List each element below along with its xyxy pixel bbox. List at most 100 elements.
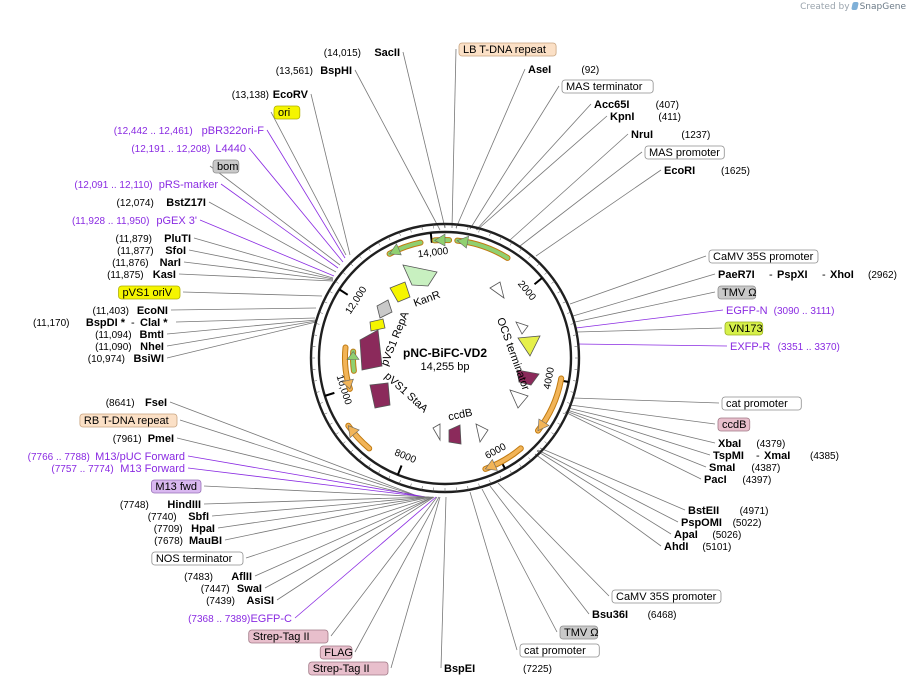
feature-box [151,551,244,566]
feature-box-label: pVS1 oriV [123,287,173,299]
minor-tick [318,402,323,405]
pvs1-repa-arrow-icon [359,329,383,371]
enzyme-position: (10,974) [88,354,125,365]
connector-line [497,482,610,597]
minor-tick [467,225,469,231]
enzyme-position: (11,879) [115,234,152,245]
minor-tick [342,271,346,275]
minor-tick [358,457,362,461]
minor-tick [342,441,346,445]
feature-box-label: CaMV 35S promoter [713,251,814,263]
enzyme-name: NruI [631,129,653,141]
enzyme-position: (11,876) [112,258,149,269]
feature-box [644,145,725,160]
primer-range: (7757 .. 7774) [51,464,113,475]
enzyme-position: (12,074) [117,198,154,209]
minor-tick [323,412,328,415]
inner-feature-label: KanR [412,289,442,310]
primer-name: EXFP-R [730,341,770,353]
enzyme-position: (5026) [712,530,741,541]
inner-feature-label: ccdB [447,407,473,424]
minor-tick [551,280,555,284]
arrow-head [346,351,360,361]
enzyme-position: (407) [656,100,679,111]
enzyme-name: SmaI [709,462,735,474]
connector-line [310,93,351,256]
connector-line [354,69,441,231]
feature-box-label: ccdB [722,419,746,431]
enzyme-name: KasI [153,269,176,281]
connector-line [534,453,662,547]
connector-line [390,496,441,669]
minor-tick [398,231,401,236]
enzyme-name: AhdI [664,541,688,553]
minor-tick [350,449,354,453]
minor-tick [318,311,323,314]
primer-range: (7368 .. 7389) [188,614,250,625]
primer-range: (11,928 .. 11,950) [72,216,149,227]
connector-line [565,410,707,468]
enzyme-position: (11,170) [33,318,70,329]
connector-line [276,496,435,601]
feature-box [519,643,600,658]
feature-box-label: RB T-DNA repeat [84,415,169,427]
connector-line [354,496,440,653]
primer-name: EGFP-N [726,305,768,317]
minor-tick [562,412,567,415]
primer-range: (3090 .. 3111) [774,306,835,317]
minor-tick [544,441,548,445]
enzyme-name: XbaI [718,438,741,450]
minor-tick [499,475,502,480]
enzyme-name: SbfI [188,511,209,523]
feature-box [308,661,389,676]
enzyme-position: (7748) [120,500,149,511]
primer-name: pGEX 3' [156,215,197,227]
connector-line [539,447,686,511]
connector-line [166,320,317,347]
enzyme-position: (5101) [702,542,731,553]
enzyme-name: TspMI [713,450,744,462]
enzyme-name: PspXI [777,269,808,281]
separator: - [822,269,826,281]
minor-tick [323,301,328,304]
connector-line [208,201,337,273]
enzyme-position: (2962) [868,270,897,281]
minor-tick [519,464,523,468]
connector-line [248,147,344,263]
primer-range: (12,442 .. 12,461) [114,126,193,137]
connector-line [187,455,427,498]
arrow-head [434,233,446,247]
connector-line [224,496,432,541]
feature-box-label: MAS terminator [566,81,643,93]
feature-box [559,625,599,640]
enzyme-name: PaeR7I [718,269,755,281]
plasmid-size: 14,255 bp [421,361,470,373]
enzyme-position: (7709) [154,524,183,535]
feature-box [717,285,757,300]
enzyme-position: (1625) [721,166,750,177]
connector-line [166,321,317,359]
kanr-arrow-icon [402,264,438,287]
connector-line [535,169,662,257]
primer-name: M13 Forward [120,463,185,475]
minor-tick [467,485,469,491]
connector-line [188,249,334,280]
minor-tick [570,323,575,325]
ori-block-icon [389,281,411,303]
connector-line [469,85,560,230]
enzyme-name: HindIII [167,499,201,511]
tick-mark [429,232,433,243]
enzyme-position: (4385) [810,451,839,462]
primer-range: (3351 .. 3370) [778,342,840,353]
minor-tick [567,402,572,405]
feature-box [717,417,751,432]
minor-tick [410,483,412,488]
minor-tick [328,290,333,294]
minor-tick [567,311,572,314]
connector-line [217,496,431,529]
connector-line [176,437,421,498]
connector-line [166,319,317,335]
minor-tick [478,228,480,233]
enzyme-position: (7439) [206,596,235,607]
connector-line [254,496,434,577]
